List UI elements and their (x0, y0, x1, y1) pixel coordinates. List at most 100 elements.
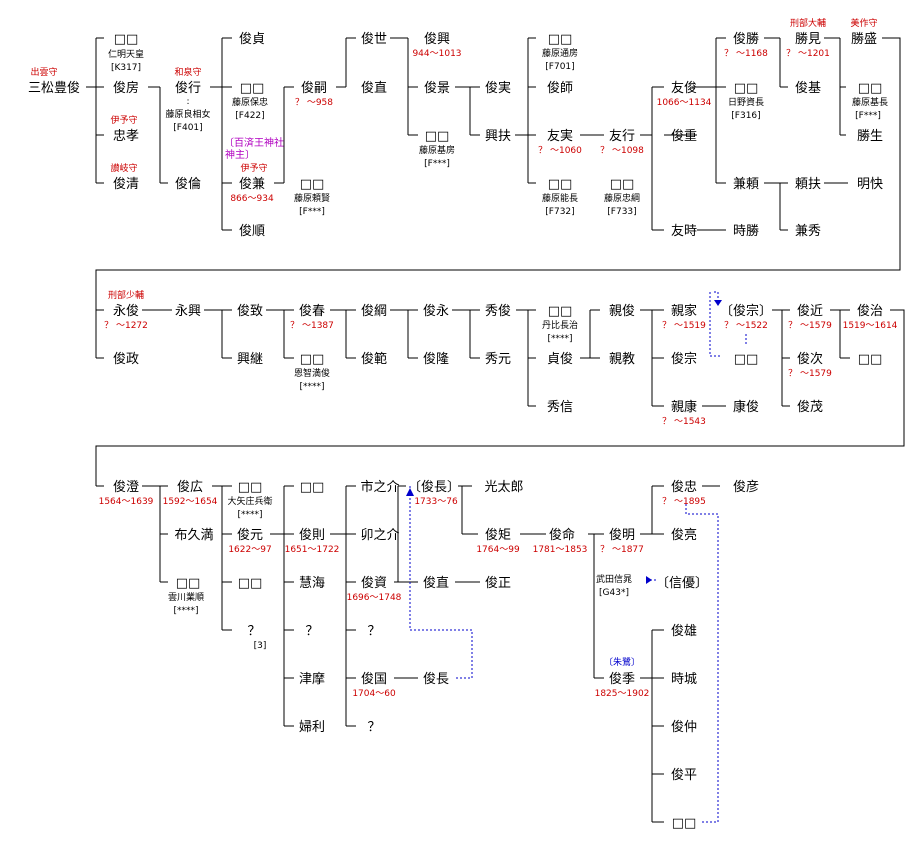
node-toshikuni: 俊国 1704〜60 (352, 672, 396, 699)
code-label: [F***] (855, 111, 881, 121)
name-label: □□ (548, 304, 573, 319)
note-label: 大矢庄兵衛 (227, 495, 272, 507)
name-label: 俊長 (423, 672, 449, 687)
node-toshinori-b: 俊則 1651〜1722 (285, 528, 340, 555)
years-label: 1592〜1654 (163, 497, 218, 507)
name-label: 俊行 (175, 81, 201, 96)
node-toshimoto-b: 俊元 1622〜97 (228, 528, 271, 555)
years-label: 944〜1013 (412, 49, 461, 59)
node-toshinao-a: 俊直 (361, 81, 387, 96)
name-label: 俊平 (671, 768, 697, 783)
name-label: □□ (734, 352, 759, 367)
node-toshisada: 俊貞 (239, 32, 265, 47)
name-label: 俊季 (609, 672, 635, 687)
node-sadatoshi: 貞俊 (547, 352, 573, 367)
code-label: [F***] (299, 207, 325, 217)
name-label: □□ (300, 352, 325, 367)
name-label: 俊房 (113, 80, 139, 96)
node-unk-yasutada: □□ 藤原保忠 [F422] (232, 81, 268, 121)
name-label: 俊次 (797, 351, 823, 367)
years-label: 1825〜1902 (595, 689, 650, 699)
name-label: 兼秀 (795, 224, 821, 239)
title-label: 刑部大輔 (790, 17, 826, 29)
mark-label: : (186, 97, 189, 107)
title2-label: 〔百済王神社 (224, 136, 284, 149)
years-label: ？ 〜1522 (724, 321, 768, 331)
node-tokikatsu: 時勝 (733, 224, 759, 239)
node-unk-child: □□ (734, 352, 759, 367)
name-label: 俊明 (609, 528, 635, 543)
node-unk-tadatsuna: □□ 藤原忠綱 [F733] (604, 177, 640, 217)
name-label: □□ (300, 480, 325, 495)
node-hidemoto: 秀元 (485, 352, 511, 367)
name-label: 俊清 (113, 177, 139, 192)
node-toshihiko: 俊彦 (733, 479, 759, 495)
years-label: ？ 〜1579 (788, 321, 832, 331)
node-toshiyo: 俊世 (361, 32, 387, 47)
note-label: 藤原基長 (852, 96, 888, 108)
name-label: 興継 (237, 352, 263, 367)
title-label: 〔朱鷺〕 (604, 656, 640, 668)
name-label: 俊彦 (733, 479, 759, 495)
name-label: □□ (176, 576, 201, 591)
name-label: 友俊 (671, 80, 697, 96)
name-label: 俊兼 (239, 177, 265, 192)
node-katsumori: 美作守 勝盛 (850, 17, 877, 47)
connector-lines (86, 37, 905, 823)
name-label: 俊綱 (361, 304, 387, 319)
note-label: 藤原通房 (542, 47, 578, 59)
name-label: 友時 (671, 223, 697, 239)
node-toshihiro: 俊広 1592〜1654 (163, 480, 218, 507)
node-unosuke: 卯之介 (360, 528, 399, 543)
years-label: 1764〜99 (476, 545, 520, 555)
name-label: 時城 (671, 672, 697, 687)
name-label: 津摩 (299, 671, 325, 687)
node-toshimune-a: 俊致 (237, 304, 263, 319)
years-label: ？ 〜1519 (662, 321, 706, 331)
node-toshichika: 俊近 ？ 〜1579 (788, 304, 832, 331)
node-toshisuke: 俊資 1696〜1748 (347, 576, 402, 603)
name-label: ？ (247, 624, 260, 639)
node-toshimasa-b: 俊正 (485, 576, 511, 591)
node-toshinori-a: 俊範 (361, 352, 387, 367)
name-label: 俊広 (177, 480, 203, 495)
name-label: 時勝 (733, 224, 759, 239)
name-label: 友行 (609, 128, 635, 144)
node-hidenobu: 秀信 (547, 400, 573, 415)
name-label: □□ (610, 177, 635, 192)
name-label: 〔俊宗〕 (720, 303, 772, 319)
code-label: [****] (237, 510, 262, 520)
node-toshiaki: 俊明 ？ 〜1877 (600, 528, 644, 555)
name-label: 親康 (671, 399, 697, 415)
node-toshioki: 俊興 944〜1013 (412, 32, 461, 59)
years-label: 1564〜1639 (99, 497, 154, 507)
node-unk-nobuaki: 武田信晁 [G43*] (596, 573, 632, 598)
years-label: ？ 〜1060 (538, 146, 582, 156)
node-unk-motonaga: □□ 藤原基長 [F***] (852, 81, 888, 121)
name-label: 親教 (609, 351, 635, 367)
name-label: 〔信優〕 (656, 576, 708, 591)
name-label: 俊直 (361, 81, 387, 96)
node-nobuyasu: 〔信優〕 (656, 576, 708, 591)
node-unk-sukenaga: □□ 日野資長 [F316] (728, 81, 764, 121)
years-label: 1066〜1134 (657, 98, 712, 108)
note-label: 丹比長治 (542, 319, 578, 331)
title-label: 刑部少輔 (108, 289, 144, 301)
name-label: ？ (305, 624, 318, 639)
name-label: □□ (238, 480, 263, 495)
code-label: [F733] (607, 207, 636, 217)
node-toshiyuki: 和泉守 俊行 : 藤原良相女 [F401] (165, 66, 210, 133)
name-label: 俊資 (361, 576, 387, 591)
note-label: 藤原基房 (419, 144, 455, 156)
node-toshimichi: 俊倫 (175, 177, 201, 192)
note-label: 雲川業順 (168, 591, 204, 603)
years-label: ？ 〜958 (295, 98, 333, 108)
name-label: 俊命 (549, 527, 575, 543)
node-tomotoshi: 友俊 1066〜1134 (657, 80, 712, 108)
node-okisuke: 興扶 (485, 129, 511, 144)
name-label: 俊基 (795, 81, 821, 96)
node-toshimoto: 俊基 (795, 81, 821, 96)
person-nodes: 出雲守 三松豊俊 □□ 仁明天皇 [K317] 俊房 伊予守 忠孝 讃岐守 俊清… (28, 17, 898, 831)
node-toshitaka: 俊隆 (423, 352, 449, 367)
name-label: □□ (240, 81, 265, 96)
